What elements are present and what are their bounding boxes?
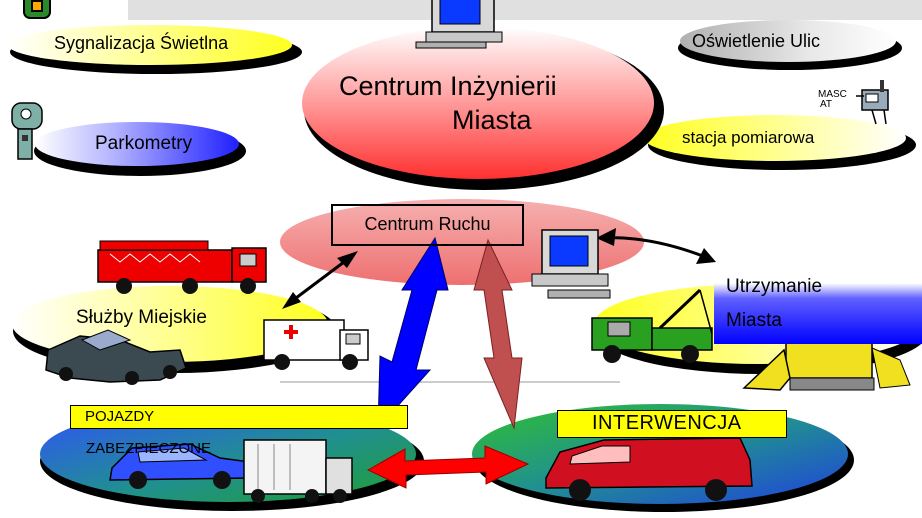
mauve-double-arrow: [473, 238, 523, 430]
black-arrow-head-1: [337, 251, 358, 268]
centrum-ruchu-box: Centrum Ruchu: [331, 204, 524, 246]
fire-truck-icon: [97, 240, 267, 294]
tow-truck-icon: [591, 288, 713, 363]
sedan-icon: [109, 443, 251, 489]
node-sygnalizacja-label: Sygnalizacja Świetlna: [54, 33, 229, 53]
sygnalizacja-ellipse: [8, 25, 292, 65]
node-sluzby-label: Służby Miejskie: [76, 307, 207, 328]
node-interwencja-label: INTERWENCJA: [592, 412, 742, 434]
black-arrow-head-4: [696, 248, 716, 264]
black-arrow-head-2: [282, 292, 301, 309]
node-oswietlenie-label: Oświetlenie Ulic: [692, 31, 821, 51]
node-stacja-label: stacja pomiarowa: [682, 128, 815, 147]
black-arrow-sluzby: [287, 254, 353, 306]
computer-top-icon: [415, 0, 503, 49]
black-arrow-head-3: [596, 228, 616, 246]
centrum-inzynierii-ellipse: [302, 27, 654, 179]
red-van-icon: [545, 437, 753, 501]
pojazdy-box: POJAZDY: [70, 405, 408, 429]
ambulance-icon: [263, 319, 369, 370]
measuring-station-icon: [856, 80, 889, 125]
node-parkometry-label: Parkometry: [95, 133, 193, 154]
parking-meter-icon: [11, 102, 43, 160]
oswietlenie-ellipse: [680, 20, 896, 62]
interwencja-box: INTERWENCJA: [557, 410, 787, 438]
node-utrzymanie-line1: Utrzymanie: [726, 276, 823, 297]
node-pojazdy-line1: POJAZDY: [85, 408, 155, 425]
wrecked-cars-icon: [45, 329, 187, 385]
node-pojazdy-line2: ZABEZPIECZONE: [86, 440, 212, 457]
node-centrum-ruchu-label: Centrum Ruchu: [364, 214, 491, 234]
traffic-light-icon: [23, 0, 51, 19]
parkometry-ellipse: [35, 122, 239, 166]
masc-label-line2: AT: [820, 99, 833, 110]
node-centrum-inzynierii-line1: Centrum Inżynierii: [339, 71, 557, 101]
node-utrzymanie-line2: Miasta: [726, 310, 782, 331]
stacja-ellipse: [644, 115, 906, 161]
top-banner: [128, 0, 922, 20]
utrzymanie-box: Utrzymanie Miasta: [714, 268, 922, 344]
masc-label-line1: MASC: [818, 89, 847, 100]
node-centrum-inzynierii-line2: Miasta: [452, 105, 532, 135]
computer-middle-icon: [531, 229, 611, 299]
semi-truck-icon: [243, 439, 353, 503]
red-double-arrow: [366, 445, 530, 489]
